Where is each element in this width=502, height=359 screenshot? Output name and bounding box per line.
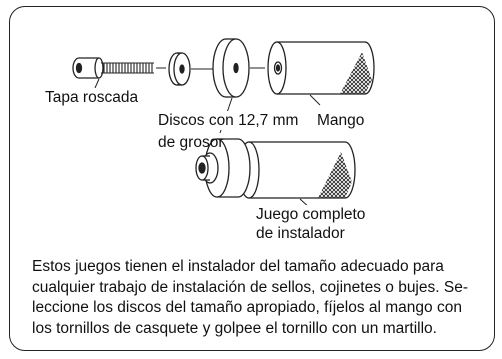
label-juego-line2: de instalador <box>256 224 345 243</box>
label-discos-line2: de grosor <box>158 134 224 151</box>
description-line-1: Estos juegos tienen el instalador del ta… <box>32 258 444 275</box>
description-text: Estos juegos tienen el instalador del ta… <box>32 257 484 339</box>
description-line-3: leccione los discos del tamaño apropiado… <box>32 299 462 316</box>
label-discos-line1: Discos con 12,7 mm <box>158 111 299 130</box>
diagram-panel <box>9 6 495 351</box>
small-disc-part <box>168 52 214 86</box>
handle-part <box>267 41 375 95</box>
description-line-2: cualquier trabajo de instalación de sell… <box>32 278 468 296</box>
label-juego-line1: Juego completo <box>256 205 366 224</box>
label-mango: Mango <box>317 111 365 130</box>
description-line-4: los tornillos de casquete y golpee el to… <box>32 319 437 337</box>
cap-screw-part <box>72 57 166 79</box>
label-tapa-roscada: Tapa roscada <box>45 88 139 107</box>
complete-installer-part <box>195 138 356 199</box>
large-disc-part <box>212 38 265 98</box>
